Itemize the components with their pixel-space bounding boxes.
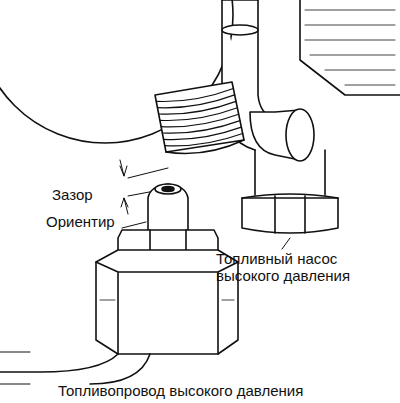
pump-label: Топливный насос высокого давления <box>216 250 392 284</box>
screw-thread <box>165 134 243 146</box>
pipe-label: Топливопровод высокого давления <box>58 382 388 399</box>
gap-label: Зазор <box>52 186 122 203</box>
marker-label: Ориентир <box>46 213 121 230</box>
